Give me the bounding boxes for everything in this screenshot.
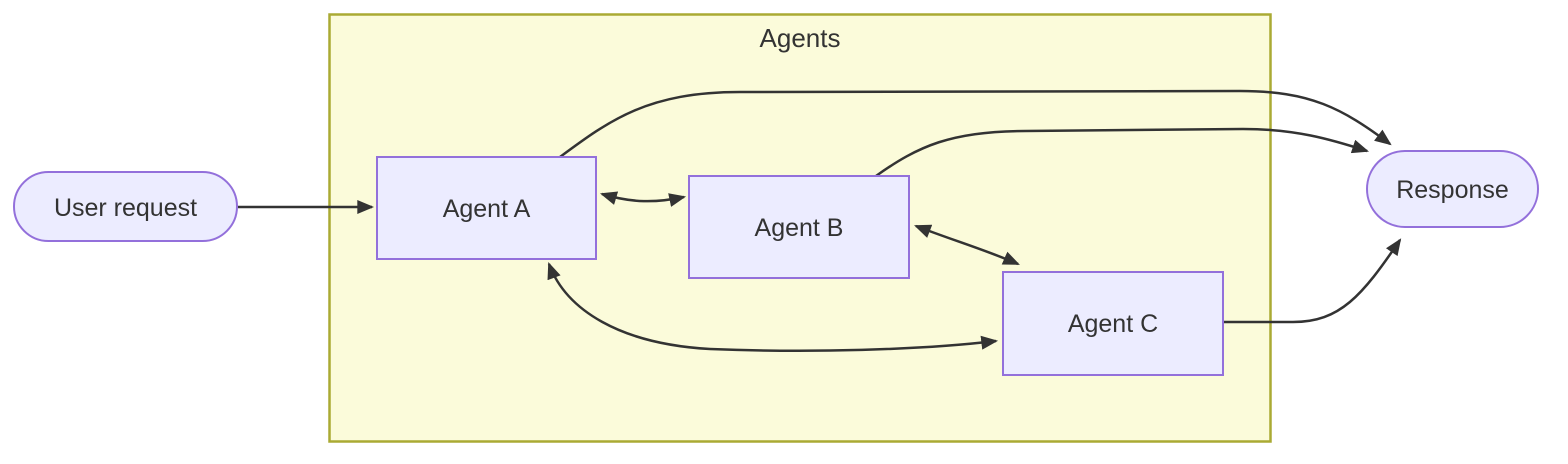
- node-agent-a-label: Agent A: [443, 195, 531, 223]
- node-user-request-shape: [13, 171, 238, 242]
- node-agent-b: Agent B: [688, 175, 910, 279]
- node-agent-c-shape: [1002, 271, 1224, 376]
- cluster-agents-title: Agents: [760, 23, 841, 53]
- node-agent-c: Agent C: [1002, 271, 1224, 376]
- node-response: Response: [1366, 150, 1539, 228]
- edge-layer: [238, 89, 1402, 352]
- edge-agent-b-to-response: [875, 127, 1369, 178]
- node-user-request-label: User request: [54, 194, 197, 222]
- edge-agent-a-agent-b-bidirectional: [599, 191, 687, 207]
- node-agent-a: Agent A: [376, 156, 597, 260]
- edge-agent-c-to-response: [1223, 238, 1402, 324]
- node-agent-a-shape: [376, 156, 597, 260]
- node-agent-b-label: Agent B: [755, 214, 844, 242]
- node-response-label: Response: [1396, 176, 1509, 204]
- node-response-shape: [1366, 150, 1539, 228]
- edge-agent-a-agent-c-bidirectional: [547, 262, 999, 352]
- node-agent-b-shape: [688, 175, 910, 279]
- edge-agent-a-to-response: [559, 89, 1392, 159]
- edge-agent-b-agent-c-bidirectional: [914, 224, 1020, 266]
- node-user-request: User request: [13, 171, 238, 242]
- node-agent-c-label: Agent C: [1068, 310, 1158, 338]
